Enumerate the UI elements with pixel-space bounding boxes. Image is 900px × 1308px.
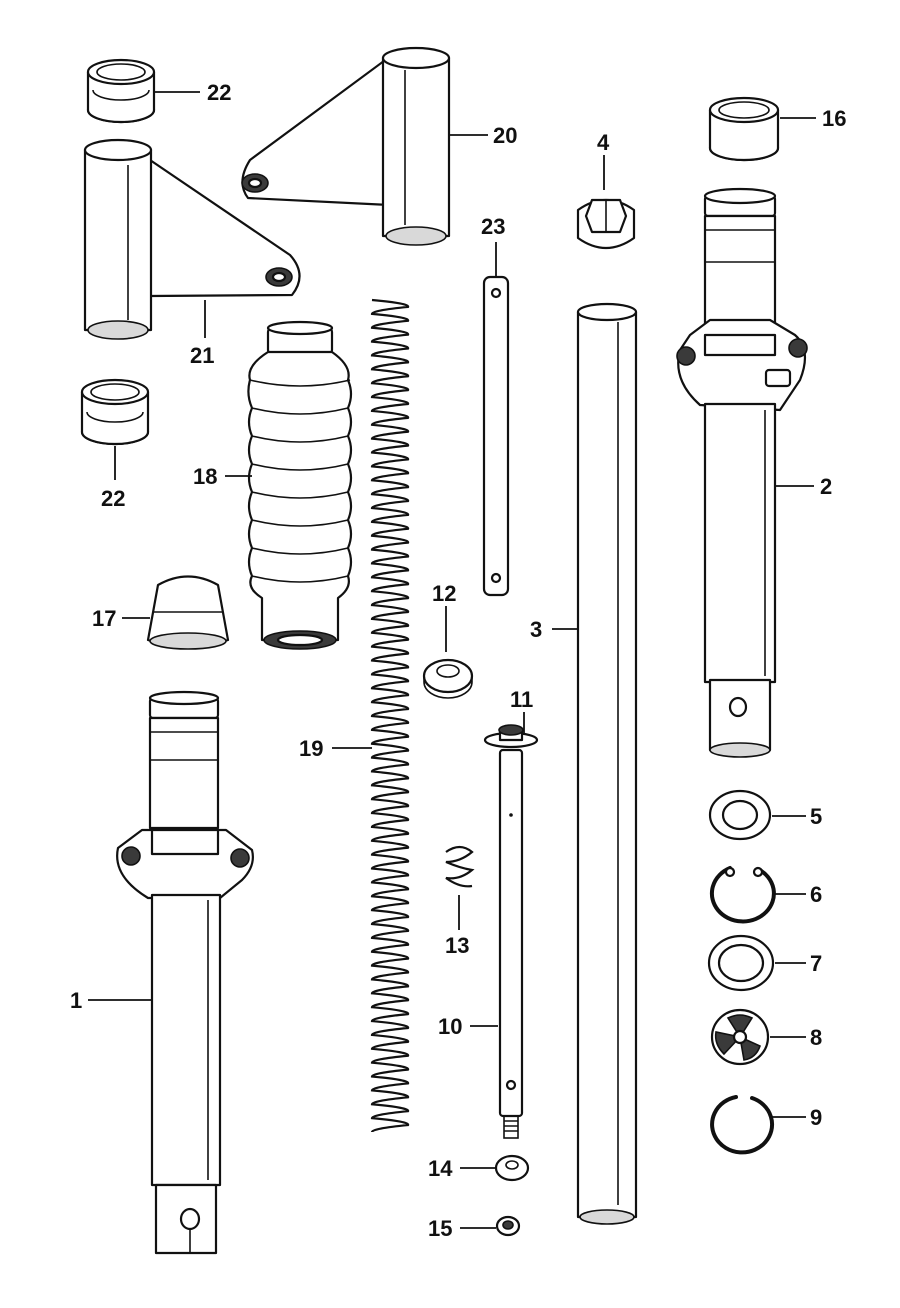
part-3-fork-tube	[576, 302, 638, 1225]
part-17-cone-cap	[146, 575, 230, 650]
callout-2: 2	[820, 474, 832, 499]
part-9-snap-ring	[710, 1095, 775, 1155]
callout-labels: 22 20 4 16 23 21 22 18 2 12 17 3 11 19 5…	[70, 80, 846, 1241]
callout-8: 8	[810, 1025, 822, 1050]
part-5-washer	[708, 789, 772, 841]
part-6-circlip	[709, 866, 776, 924]
part-15-nut	[495, 1215, 521, 1237]
leader-lines	[88, 91, 816, 1229]
part-21-headlight-bracket-left	[83, 138, 301, 340]
callout-22-top: 22	[207, 80, 231, 105]
callout-9: 9	[810, 1105, 822, 1130]
callout-4: 4	[597, 130, 610, 155]
part-4-top-nut	[576, 198, 636, 249]
callout-16: 16	[822, 106, 846, 131]
callout-12: 12	[432, 581, 456, 606]
part-19-fork-spring	[370, 298, 410, 1133]
part-16-bushing	[708, 96, 780, 162]
part-10-damper-rod	[498, 748, 524, 1139]
callout-3: 3	[530, 617, 542, 642]
callout-7: 7	[810, 951, 822, 976]
part-20-headlight-bracket-right	[241, 46, 451, 246]
callout-14: 14	[428, 1156, 453, 1181]
callout-23: 23	[481, 214, 505, 239]
callout-20: 20	[493, 123, 517, 148]
part-23-strap	[482, 275, 510, 597]
callout-10: 10	[438, 1014, 462, 1039]
callout-19: 19	[299, 736, 323, 761]
part-7-thin-washer	[707, 934, 775, 992]
callout-15: 15	[428, 1216, 452, 1241]
part-1-left-slider	[116, 690, 254, 1255]
callout-5: 5	[810, 804, 822, 829]
callout-1: 1	[70, 988, 82, 1013]
part-2-right-slider	[676, 187, 808, 758]
callout-6: 6	[810, 882, 822, 907]
part-14-small-washer	[494, 1154, 530, 1182]
part-18-rubber-gaiter	[247, 320, 353, 650]
part-12-washer	[422, 658, 474, 699]
callout-13: 13	[445, 933, 469, 958]
callout-22-bottom: 22	[101, 486, 125, 511]
callout-17: 17	[92, 606, 116, 631]
callout-18: 18	[193, 464, 217, 489]
callout-21: 21	[190, 343, 214, 368]
callout-11: 11	[510, 687, 533, 712]
part-22-upper-bushing	[86, 58, 156, 124]
part-8-valve-disc	[710, 1008, 770, 1066]
part-13-small-spring	[445, 845, 475, 888]
part-22-lower-bushing	[80, 378, 150, 446]
part-11-rod-head	[483, 724, 539, 749]
